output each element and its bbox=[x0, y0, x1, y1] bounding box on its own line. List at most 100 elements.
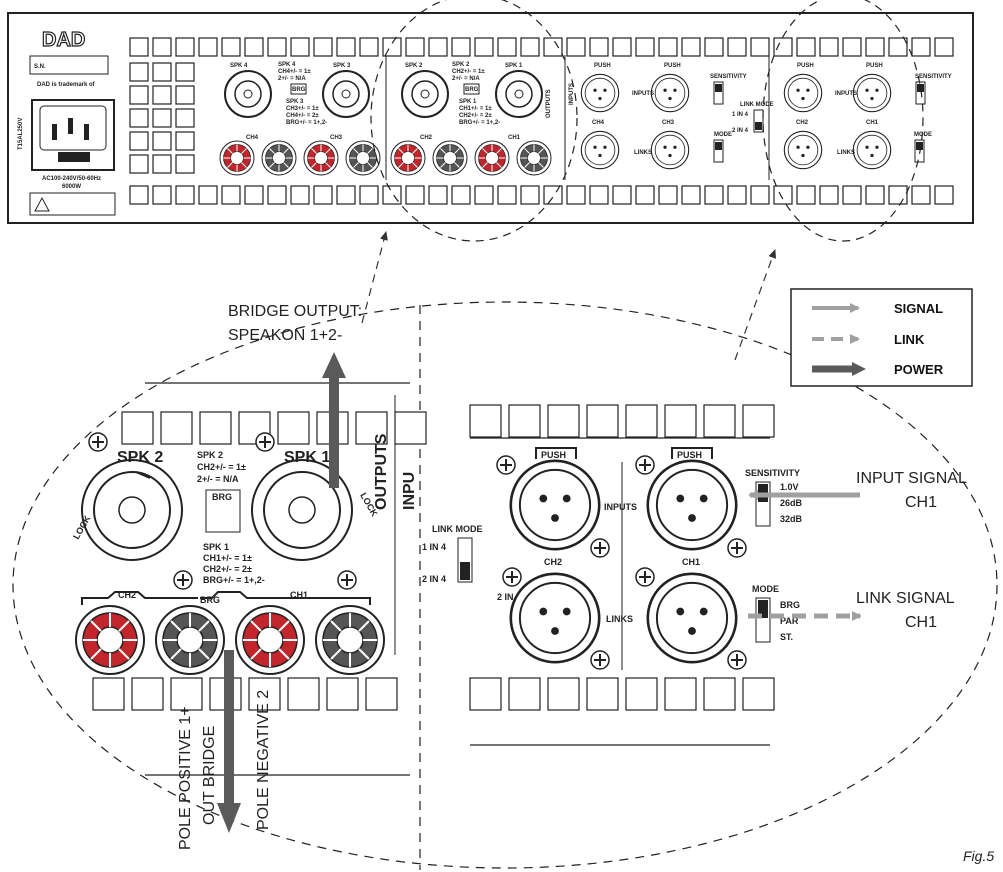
vent-slot bbox=[365, 677, 398, 711]
vent-slot bbox=[911, 185, 931, 205]
brg-box-label: BRG bbox=[212, 492, 232, 502]
vent-slot bbox=[773, 185, 793, 205]
vent-slot bbox=[704, 185, 724, 205]
vent-slot bbox=[819, 37, 839, 57]
spk2-info-small-1: CH2+/- = 1± bbox=[452, 69, 485, 75]
vent-slot bbox=[277, 411, 310, 445]
legend-power: POWER bbox=[894, 362, 944, 377]
fuse-rating: T15AL250V bbox=[18, 118, 24, 150]
pole-negative-label: POLE NEGATIVE 2 bbox=[255, 690, 272, 830]
vent-slot bbox=[170, 677, 203, 711]
ch3-label: CH3 bbox=[330, 135, 343, 141]
legend-link: LINK bbox=[894, 332, 925, 347]
vent-slot bbox=[92, 677, 125, 711]
spk4-info-2: 2+/- = N/A bbox=[278, 76, 306, 82]
ch2-xlr-label: CH2 bbox=[796, 120, 809, 126]
push-top-1: PUSH bbox=[594, 63, 611, 69]
xlr-input-ch1[interactable] bbox=[646, 459, 738, 551]
push-top-4: PUSH bbox=[866, 63, 883, 69]
vent-slot bbox=[469, 677, 502, 711]
pole-positive-label: POLE POSITIVE 1+ bbox=[177, 706, 194, 850]
mode-top-1: MODE bbox=[714, 132, 732, 138]
spk4-info-1: CH4+/- = 1± bbox=[278, 69, 311, 75]
spk3-info-0: SPK 3 bbox=[286, 99, 304, 105]
vent-slot bbox=[520, 185, 540, 205]
vent-slot bbox=[152, 154, 172, 174]
ch1-terminal-label: CH1 bbox=[290, 590, 308, 600]
mode-opt-0: BRG bbox=[780, 600, 800, 610]
vent-slot bbox=[152, 62, 172, 82]
vent-slot bbox=[336, 37, 356, 57]
spk3-info-3: BRG+/- = 1+,2- bbox=[286, 120, 327, 126]
vent-slot bbox=[625, 404, 658, 438]
vent-slot bbox=[152, 37, 172, 57]
vent-slot bbox=[865, 37, 885, 57]
vent-slot bbox=[547, 677, 580, 711]
ch1-xlr-label: CH1 bbox=[866, 120, 879, 126]
push-left: PUSH bbox=[541, 450, 566, 460]
vent-slot bbox=[175, 85, 195, 105]
sensitivity-switch-top-2[interactable] bbox=[915, 81, 926, 105]
vent-slot bbox=[359, 185, 379, 205]
vent-slot bbox=[152, 131, 172, 151]
push-top-3: PUSH bbox=[797, 63, 814, 69]
vent-slot bbox=[244, 37, 264, 57]
legend: SIGNAL LINK POWER bbox=[790, 288, 973, 387]
vent-slot bbox=[750, 185, 770, 205]
vent-slot bbox=[451, 185, 471, 205]
spk3-label: SPK 3 bbox=[333, 63, 351, 69]
vent-slot bbox=[469, 404, 502, 438]
vent-slot bbox=[934, 37, 954, 57]
vent-slot bbox=[287, 677, 320, 711]
vent-slot bbox=[796, 185, 816, 205]
xlr-link-ch2[interactable] bbox=[509, 572, 601, 664]
vent-slot bbox=[221, 37, 241, 57]
spk3-info-1: CH3+/- = 1± bbox=[286, 106, 319, 112]
vent-slot bbox=[129, 62, 149, 82]
ch3-xlr-label: CH3 bbox=[662, 120, 675, 126]
spk2-info-small-2: 2+/- = N/A bbox=[452, 76, 480, 82]
link-mode-switch-top[interactable] bbox=[753, 109, 764, 133]
vent-slot bbox=[773, 37, 793, 57]
vent-slot bbox=[547, 404, 580, 438]
spk2-label: SPK 2 bbox=[117, 449, 163, 466]
spk1-info-small-0: SPK 1 bbox=[459, 99, 477, 105]
vent-slot bbox=[664, 677, 697, 711]
ch2-terminal-label: CH2 bbox=[118, 590, 136, 600]
link-signal-line1: LINK SIGNAL bbox=[856, 590, 955, 607]
mode-opt-2: ST. bbox=[780, 632, 793, 642]
vent-slot bbox=[727, 37, 747, 57]
vent-slot bbox=[586, 677, 619, 711]
mode-switch-top-1[interactable] bbox=[713, 139, 724, 163]
inputs-label-small: INPUTS bbox=[569, 83, 575, 105]
vent-slot bbox=[175, 37, 195, 57]
vent-slot bbox=[290, 37, 310, 57]
vent-slot bbox=[451, 37, 471, 57]
vent-slot bbox=[703, 677, 736, 711]
spk2-label-small: SPK 2 bbox=[405, 63, 423, 69]
vent-slot bbox=[355, 411, 388, 445]
vent-slot bbox=[405, 37, 425, 57]
xlr-link-ch1[interactable] bbox=[646, 572, 738, 664]
speakon-spk2 bbox=[81, 459, 183, 561]
vent-slot bbox=[543, 37, 563, 57]
vent-slot bbox=[520, 37, 540, 57]
speakon-spk1 bbox=[251, 459, 353, 561]
xlr-input-ch2[interactable] bbox=[509, 459, 601, 551]
sensitivity-switch-top-1[interactable] bbox=[713, 81, 724, 105]
vent-slot bbox=[428, 185, 448, 205]
rear-panel: DAD S.N. DAD is trademark of T15AL250V A… bbox=[7, 12, 974, 224]
inputs-top-2: INPUTS bbox=[835, 91, 857, 97]
vent-slot bbox=[819, 185, 839, 205]
vent-slot bbox=[658, 185, 678, 205]
vent-slot bbox=[681, 185, 701, 205]
vent-slot bbox=[658, 37, 678, 57]
mode-opt-1: PAR bbox=[780, 616, 799, 626]
vent-slot bbox=[313, 185, 333, 205]
vent-slot bbox=[612, 185, 632, 205]
vent-slot bbox=[911, 37, 931, 57]
warning-label bbox=[29, 192, 116, 216]
vent-slot bbox=[508, 404, 541, 438]
links-top-1: LINKS bbox=[634, 150, 652, 156]
